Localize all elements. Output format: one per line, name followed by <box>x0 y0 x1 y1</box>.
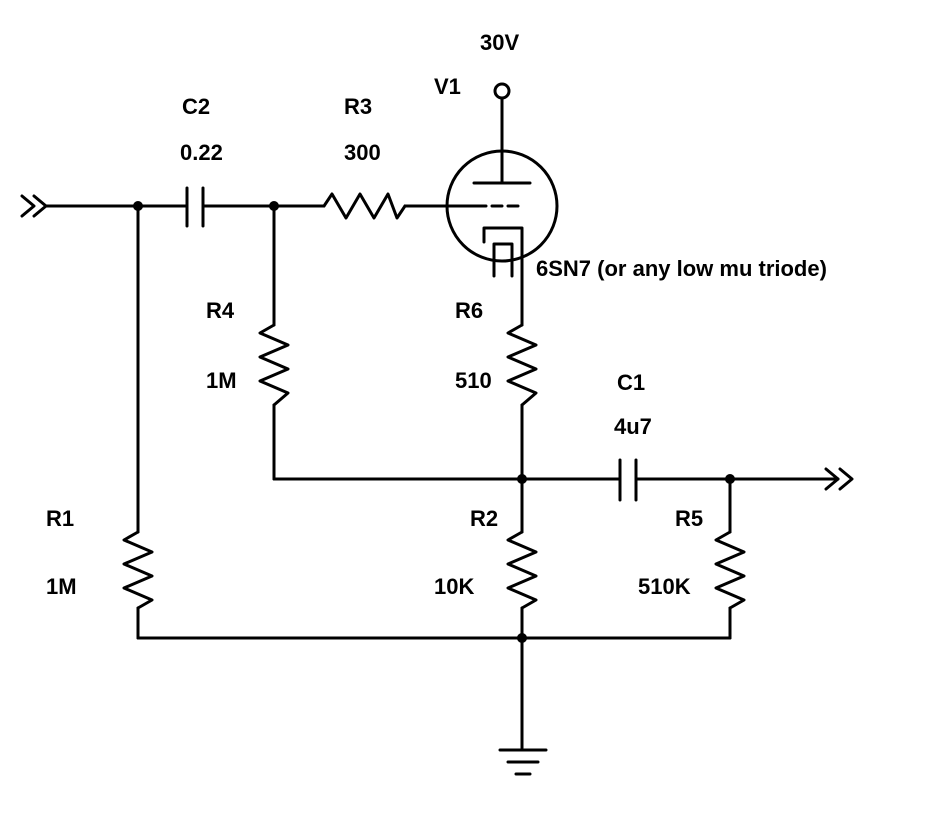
r3-value-label: 300 <box>344 140 381 165</box>
c2-value-label: 0.22 <box>180 140 223 165</box>
resistor-r6 <box>506 323 538 407</box>
r1-ref-label: R1 <box>46 506 74 531</box>
r3-ref-label: R3 <box>344 94 372 119</box>
r6-value-label: 510 <box>455 368 492 393</box>
input-terminal <box>20 194 48 218</box>
c2-ref-label: C2 <box>182 94 210 119</box>
r2-ref-label: R2 <box>470 506 498 531</box>
r4-ref-label: R4 <box>206 298 235 323</box>
r6-ref-label: R6 <box>455 298 483 323</box>
resistor-r1 <box>122 530 154 610</box>
tube-type-label: 6SN7 (or any low mu triode) <box>536 256 827 281</box>
r2-value-label: 10K <box>434 574 474 599</box>
resistor-r3 <box>322 192 407 220</box>
c1-value-label: 4u7 <box>614 414 652 439</box>
capacitor-c1 <box>618 458 638 502</box>
tube-ref-label: V1 <box>434 74 461 99</box>
r1-value-label: 1M <box>46 574 77 599</box>
capacitor-c2 <box>185 186 205 228</box>
r5-ref-label: R5 <box>675 506 703 531</box>
resistor-r5 <box>714 530 746 610</box>
resistor-r2 <box>506 530 538 610</box>
r5-value-label: 510K <box>638 574 691 599</box>
ground-icon <box>498 748 548 776</box>
c1-ref-label: C1 <box>617 370 645 395</box>
junction-dots <box>133 201 735 643</box>
resistor-r4 <box>258 323 290 407</box>
triode-v1 <box>445 96 559 327</box>
output-terminal <box>824 467 854 491</box>
supply-terminal <box>493 82 511 100</box>
r4-value-label: 1M <box>206 368 237 393</box>
supply-label: 30V <box>480 30 519 55</box>
